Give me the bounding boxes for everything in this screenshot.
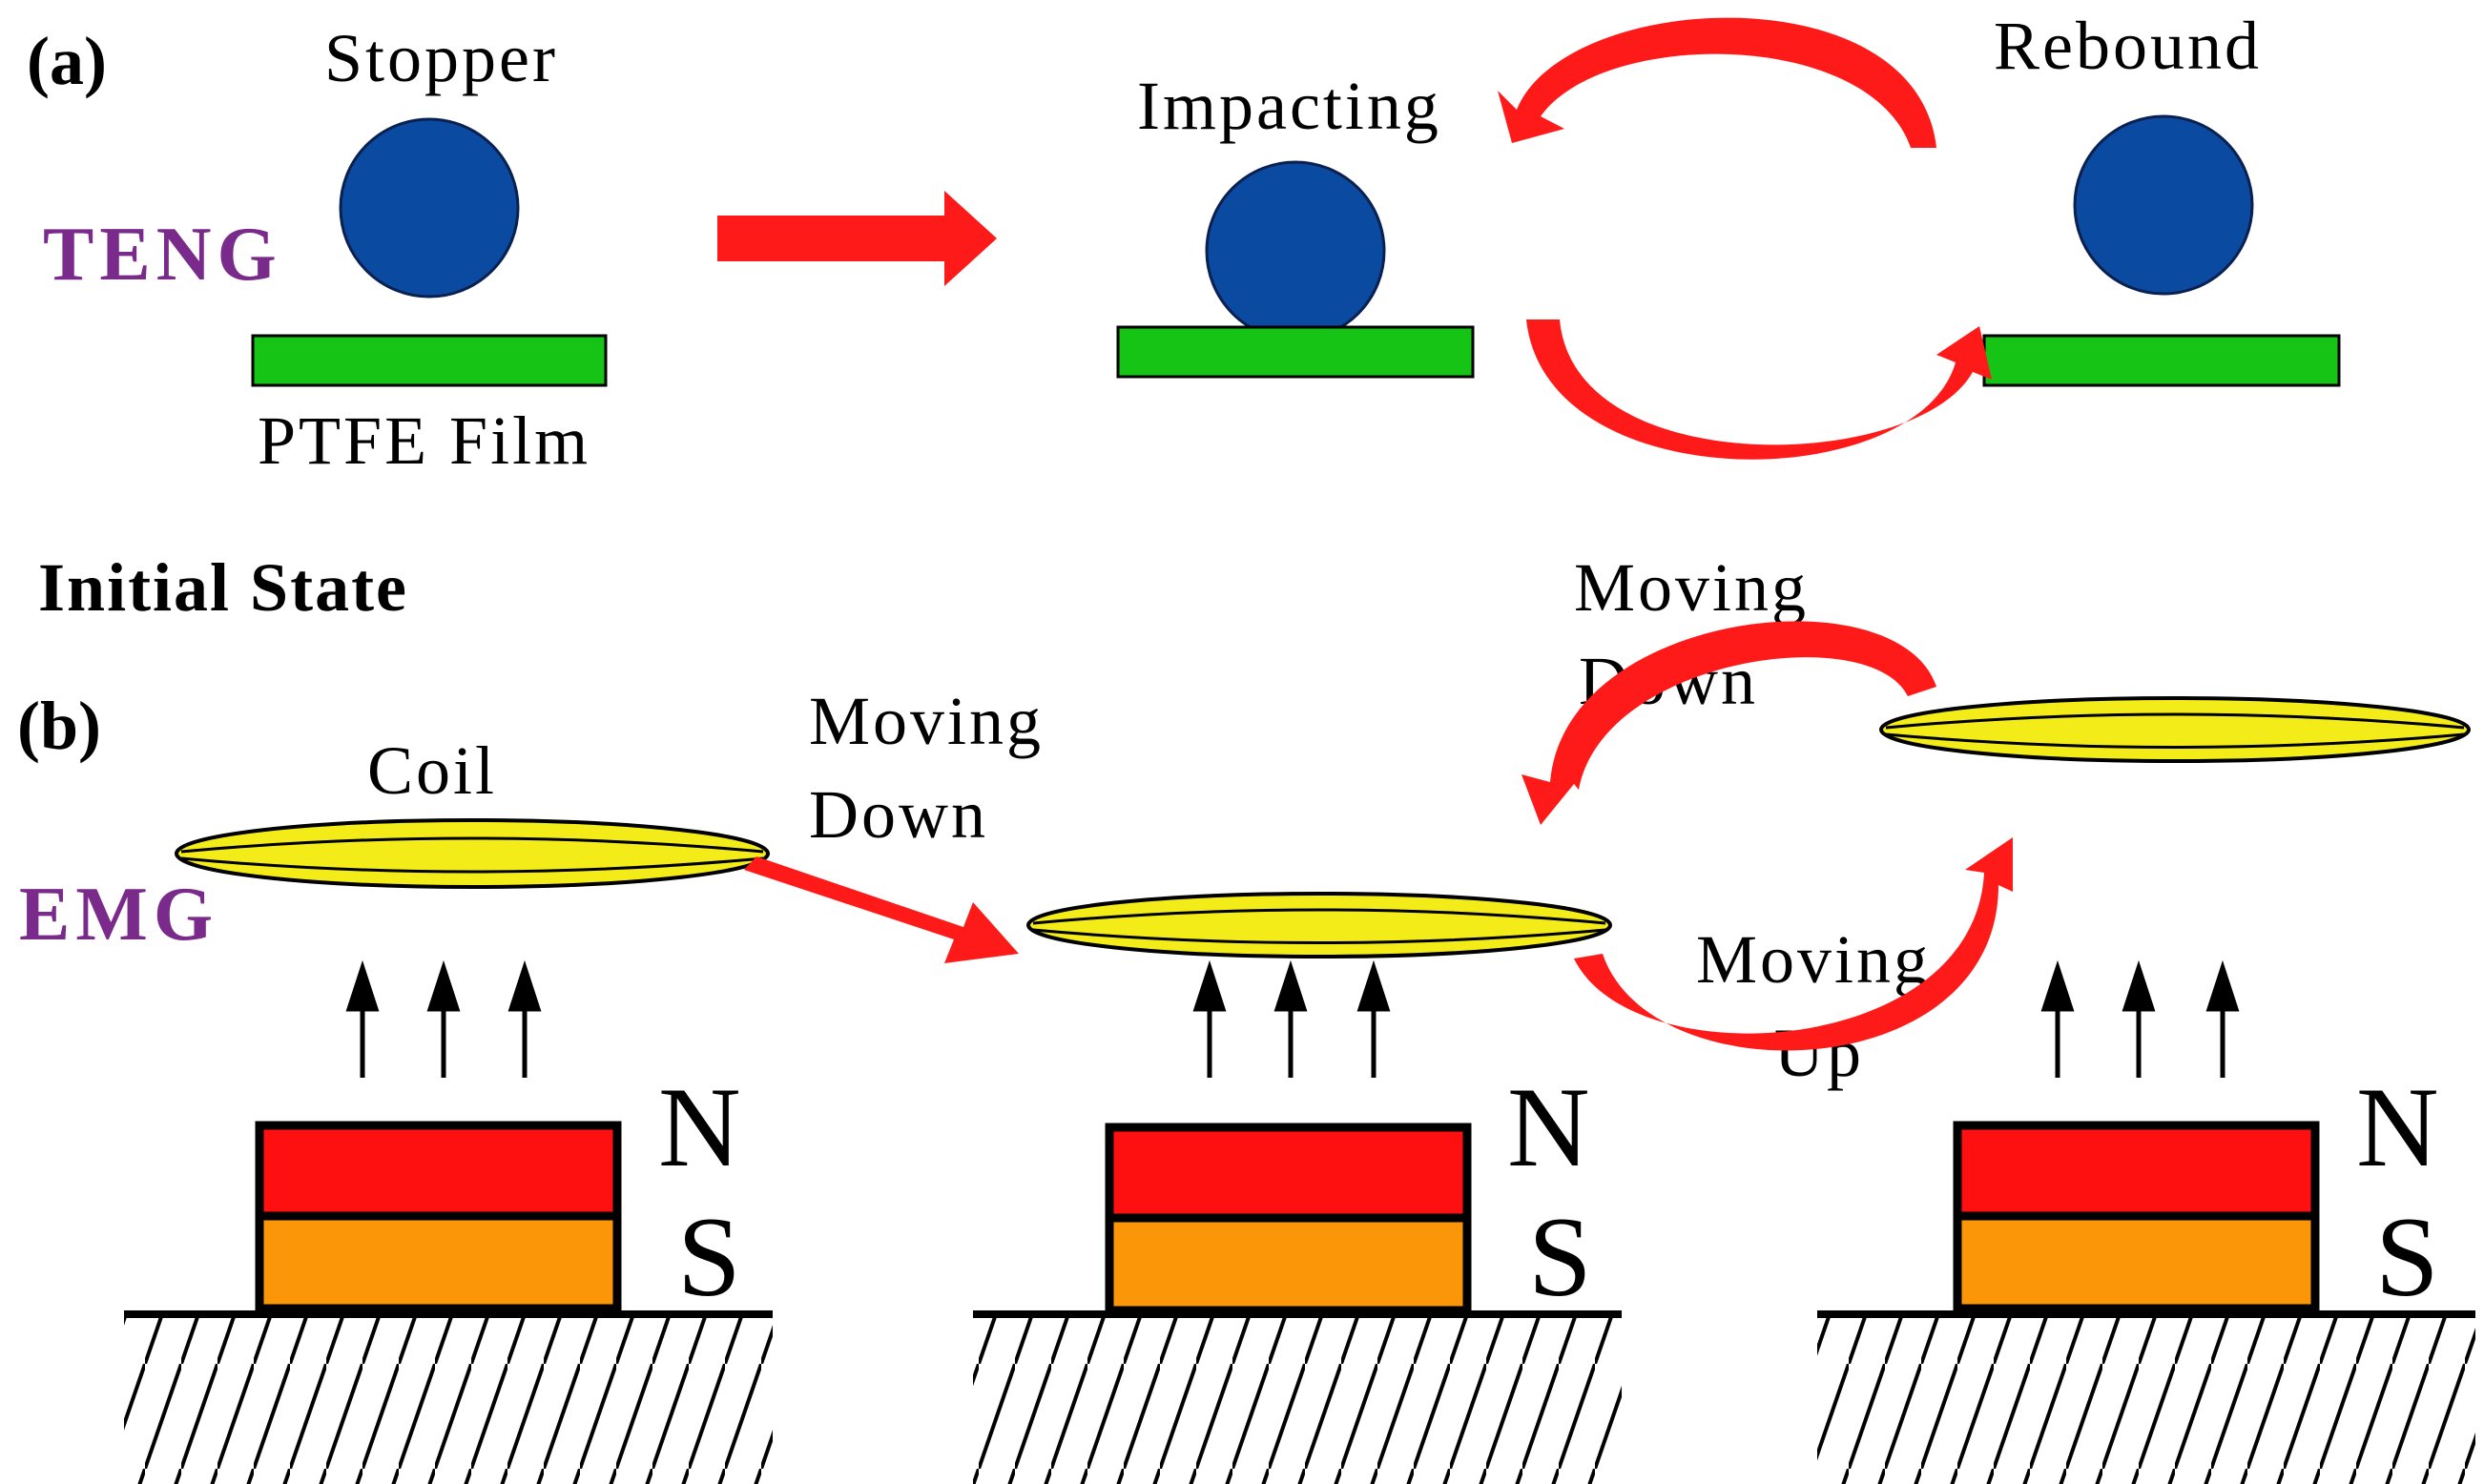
stopper-label: Stopper <box>324 20 558 96</box>
ground-3 <box>1817 1310 2475 1484</box>
stopper-ball-initial <box>339 117 520 299</box>
coil-initial <box>175 818 770 889</box>
rebound-label: Rebound <box>1994 8 2262 84</box>
ground-1 <box>124 1310 773 1484</box>
impacting-label: Impacting <box>1137 68 1441 144</box>
cycle-arrow-bottom-a <box>1526 319 1992 460</box>
coil-up <box>1879 696 2471 763</box>
initial-state-label: Initial State <box>38 549 408 626</box>
ptfe-film-rebound <box>1982 334 2341 387</box>
cycle-arrow-top-b <box>1521 621 1936 825</box>
transition-arrow-a <box>717 191 997 286</box>
magnet-2 <box>1105 1123 1472 1315</box>
field-arrows-2 <box>1192 959 1391 1078</box>
stopper-ball-impacting <box>1205 160 1386 341</box>
emg-label: EMG <box>19 873 218 957</box>
field-arrows-1 <box>345 959 542 1078</box>
ptfe-film-impacting <box>1116 325 1475 379</box>
magnet-2-n-label: N <box>1507 1063 1590 1190</box>
cycle-arrow-top-a <box>1498 17 1936 148</box>
teng-label: TENG <box>43 213 282 297</box>
magnet-2-s-label: S <box>1528 1193 1592 1320</box>
moving-up-label-line1: Moving <box>1696 921 1931 998</box>
coil-label: Coil <box>367 732 497 809</box>
ptfe-film-label: PTFE Film <box>258 402 590 479</box>
ptfe-film-initial <box>251 334 608 387</box>
moving-down-label-line1: Moving <box>809 683 1044 759</box>
transition-arrow-b <box>744 856 1019 963</box>
moving-down-label-line2: Down <box>809 776 988 853</box>
panel-a-label: (a) <box>27 23 107 99</box>
magnet-3-s-label: S <box>2375 1193 2439 1320</box>
magnet-1-n-label: N <box>658 1063 741 1190</box>
magnet-3 <box>1953 1121 2320 1313</box>
cycle-arrow-bottom-b <box>1574 837 2013 1051</box>
panel-b-label: (b) <box>17 688 101 764</box>
field-arrows-3 <box>2040 959 2240 1078</box>
stopper-ball-rebound <box>2073 114 2254 296</box>
ground-2 <box>973 1310 1622 1484</box>
coil-down <box>1026 892 1612 958</box>
magnet-3-n-label: N <box>2356 1063 2439 1190</box>
moving-down-top-line1: Moving <box>1574 549 1809 626</box>
magnet-1 <box>255 1121 622 1313</box>
magnet-1-s-label: S <box>677 1193 741 1320</box>
